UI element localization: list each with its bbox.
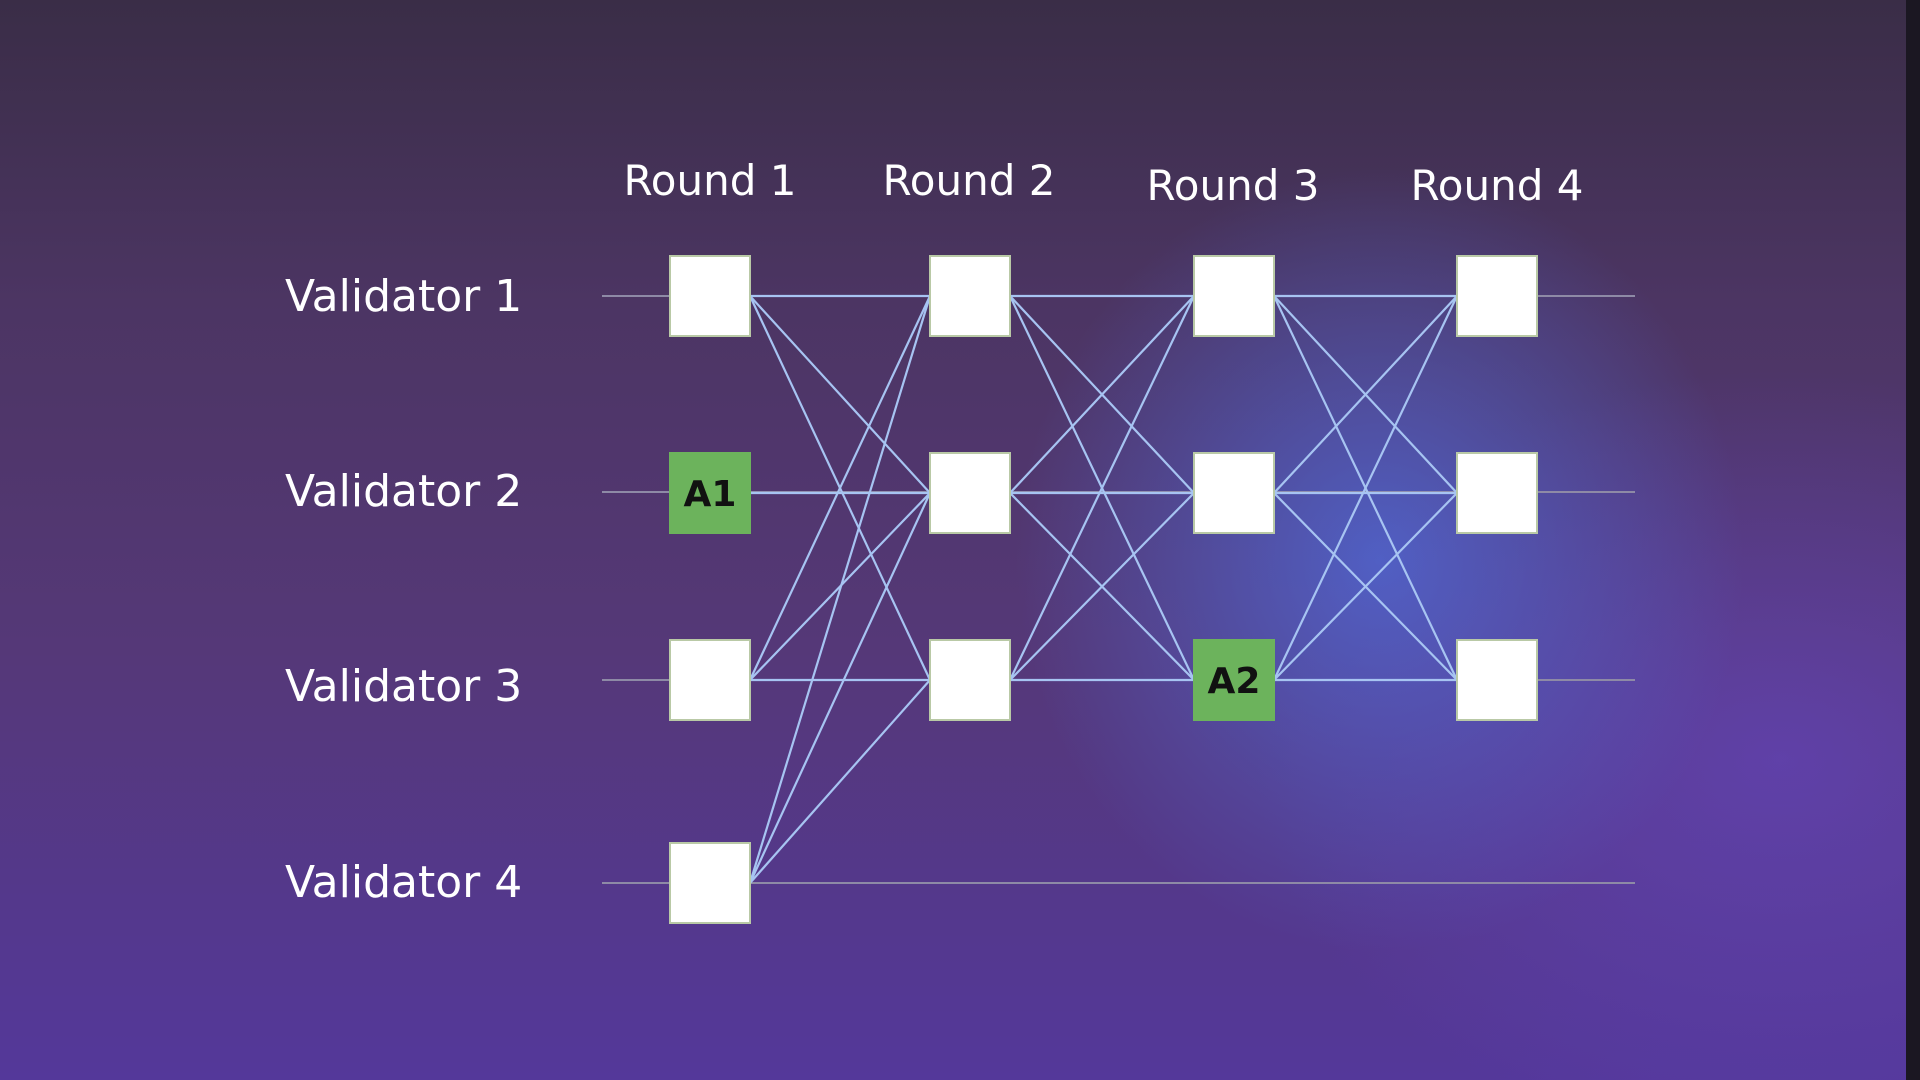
block-r4-v2 <box>1456 452 1538 534</box>
reference-edge-2 <box>749 295 931 494</box>
block-r2-v1 <box>929 255 1011 337</box>
block-r1-v2: A1 <box>669 452 751 534</box>
block-r2-v3 <box>929 639 1011 721</box>
validator-label-3: Validator 3 <box>285 661 522 712</box>
block <box>1456 452 1538 534</box>
validator-label-4: Validator 4 <box>285 857 522 908</box>
reference-edge-14 <box>1009 295 1195 494</box>
block-r3-v1 <box>1193 255 1275 337</box>
block-r4-v1 <box>1456 255 1538 337</box>
reference-edge-9 <box>749 492 931 884</box>
block-r1-v3 <box>669 639 751 721</box>
reference-edge-8 <box>748 295 932 884</box>
block <box>1456 639 1538 721</box>
anchor-block-label: A1 <box>684 474 737 515</box>
reference-edge-23 <box>1273 295 1458 494</box>
block <box>1456 255 1538 337</box>
reference-edge-27 <box>1273 492 1458 681</box>
reference-edge-17 <box>1009 295 1195 681</box>
block-r4-v3 <box>1456 639 1538 721</box>
edges-layer <box>748 294 1458 884</box>
block <box>929 255 1011 337</box>
anchor-block <box>1193 639 1275 721</box>
reference-edge-10 <box>749 679 931 884</box>
block <box>669 255 751 337</box>
reference-edge-18 <box>1009 492 1195 681</box>
block-r3-v3: A2 <box>1193 639 1275 721</box>
round-label-3: Round 3 <box>1147 161 1320 210</box>
reference-edge-5 <box>749 295 931 681</box>
anchor-block-label: A2 <box>1208 661 1261 702</box>
block <box>929 452 1011 534</box>
reference-edge-26 <box>1273 295 1458 681</box>
block <box>929 639 1011 721</box>
window-edge <box>1906 0 1920 1080</box>
block-r1-v4 <box>669 842 751 924</box>
block-r2-v2 <box>929 452 1011 534</box>
block-r1-v1 <box>669 255 751 337</box>
block <box>669 842 751 924</box>
block <box>1193 452 1275 534</box>
round-label-1: Round 1 <box>624 156 797 205</box>
round-label-4: Round 4 <box>1411 161 1584 210</box>
block-r3-v2 <box>1193 452 1275 534</box>
block <box>669 639 751 721</box>
round-label-2: Round 2 <box>883 156 1056 205</box>
validator-label-2: Validator 2 <box>285 466 522 517</box>
validator-label-1: Validator 1 <box>285 271 522 322</box>
anchor-block <box>669 452 751 534</box>
block <box>1193 255 1275 337</box>
